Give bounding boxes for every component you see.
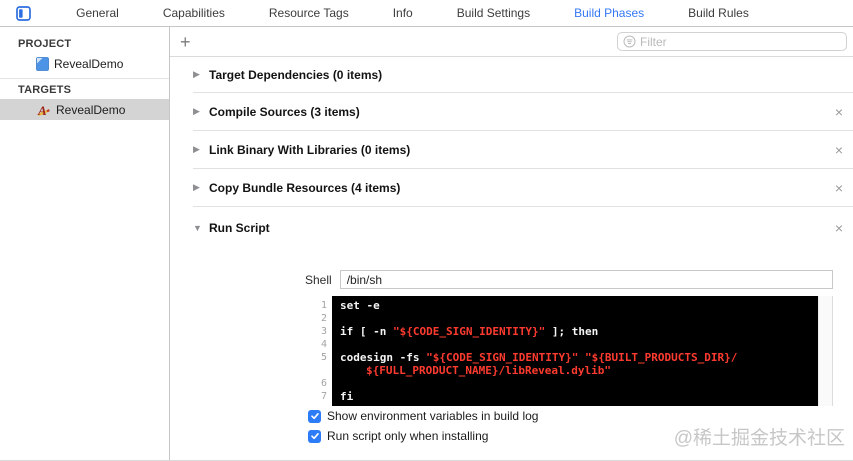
disclosure-triangle-icon[interactable]: ▶ [193,182,200,192]
remove-phase-icon[interactable]: × [834,141,843,158]
tab-info[interactable]: Info [392,6,413,20]
build-phases-editor: + ▶ Target Dependencies (0 items) [170,27,853,460]
shell-input[interactable] [339,270,833,289]
line-number: 3 [320,326,327,337]
filter-field[interactable] [617,32,847,51]
code-line: 6 [310,377,833,390]
line-number: 7 [320,391,327,402]
line-number: 4 [320,339,327,350]
phase-title: Link Binary With Libraries (0 items) [209,142,411,157]
build-phases-list: ▶ Target Dependencies (0 items) ▶ Compil… [193,57,853,446]
disclosure-triangle-icon[interactable]: ▶ [193,144,200,154]
sidebar-item-label: RevealDemo [56,102,126,117]
phase-row-run-script[interactable]: ▼ Run Script × [193,207,853,249]
phase-row-compile-sources[interactable]: ▶ Compile Sources (3 items) × [193,93,853,131]
phase-row-copy-bundle-resources[interactable]: ▶ Copy Bundle Resources (4 items) × [193,169,853,207]
line-number: 6 [320,378,327,389]
phases-toolbar: + [170,27,853,57]
svg-text:A: A [37,103,47,117]
sidebar-item-target-revealdemo[interactable]: A RevealDemo [0,99,169,120]
tab-build-phases[interactable]: Build Phases [574,6,645,20]
line-number: 2 [320,313,327,324]
disclosure-triangle-icon[interactable]: ▶ [193,106,200,116]
line-number: 5 [320,352,327,363]
standard-editor-icon[interactable] [16,5,32,21]
checkbox-label: Run script only when installing [327,429,489,443]
tab-resource-tags[interactable]: Resource Tags [268,6,349,20]
checkbox-row-install-only: Run script only when installing [308,426,833,446]
app-target-icon: A [36,103,51,117]
disclosure-triangle-icon[interactable]: ▼ [193,223,202,233]
code-line: 4 [310,338,833,351]
tab-build-rules[interactable]: Build Rules [688,6,749,20]
sidebar-item-project-revealdemo[interactable]: RevealDemo [0,53,169,74]
install-only-checkbox[interactable] [308,429,321,443]
remove-phase-icon[interactable]: × [834,103,843,120]
phase-row-link-binary[interactable]: ▶ Link Binary With Libraries (0 items) × [193,131,853,169]
sidebar-item-label: RevealDemo [54,56,124,71]
line-number: 1 [320,300,327,311]
project-targets-sidebar: PROJECT RevealDemo TARGETS A [0,27,170,460]
shell-label: Shell [305,272,332,287]
code-line: 2 [310,312,833,325]
remove-phase-icon[interactable]: × [834,220,843,236]
sidebar-divider [0,78,169,79]
phase-row-target-dependencies[interactable]: ▶ Target Dependencies (0 items) [193,57,853,93]
phase-title: Target Dependencies (0 items) [209,67,383,82]
phase-title: Run Script [209,221,270,235]
editor-tab-bar: General Capabilities Resource Tags Info … [0,0,853,27]
phase-title: Copy Bundle Resources (4 items) [209,180,401,195]
shell-row: Shell [305,270,833,289]
show-env-checkbox[interactable] [308,409,321,423]
targets-section-header: TARGETS [18,84,72,96]
tab-general[interactable]: General [76,6,119,20]
checkbox-row-show-env: Show environment variables in build log [308,406,833,426]
project-file-icon [36,56,49,71]
filter-icon [623,35,636,48]
project-section-header: PROJECT [18,38,72,50]
remove-phase-icon[interactable]: × [834,179,843,196]
add-phase-button[interactable]: + [180,31,191,52]
tab-build-settings[interactable]: Build Settings [456,6,531,20]
phase-title: Compile Sources (3 items) [209,104,360,119]
tab-bar: General Capabilities Resource Tags Info … [32,6,793,20]
disclosure-triangle-icon[interactable]: ▶ [193,69,200,79]
script-editor-scrollbar[interactable] [818,296,833,406]
watermark: @稀土掘金技术社区 [673,428,845,449]
tab-capabilities[interactable]: Capabilities [162,6,225,20]
filter-input[interactable] [640,34,841,49]
checkbox-label: Show environment variables in build log [327,409,539,423]
